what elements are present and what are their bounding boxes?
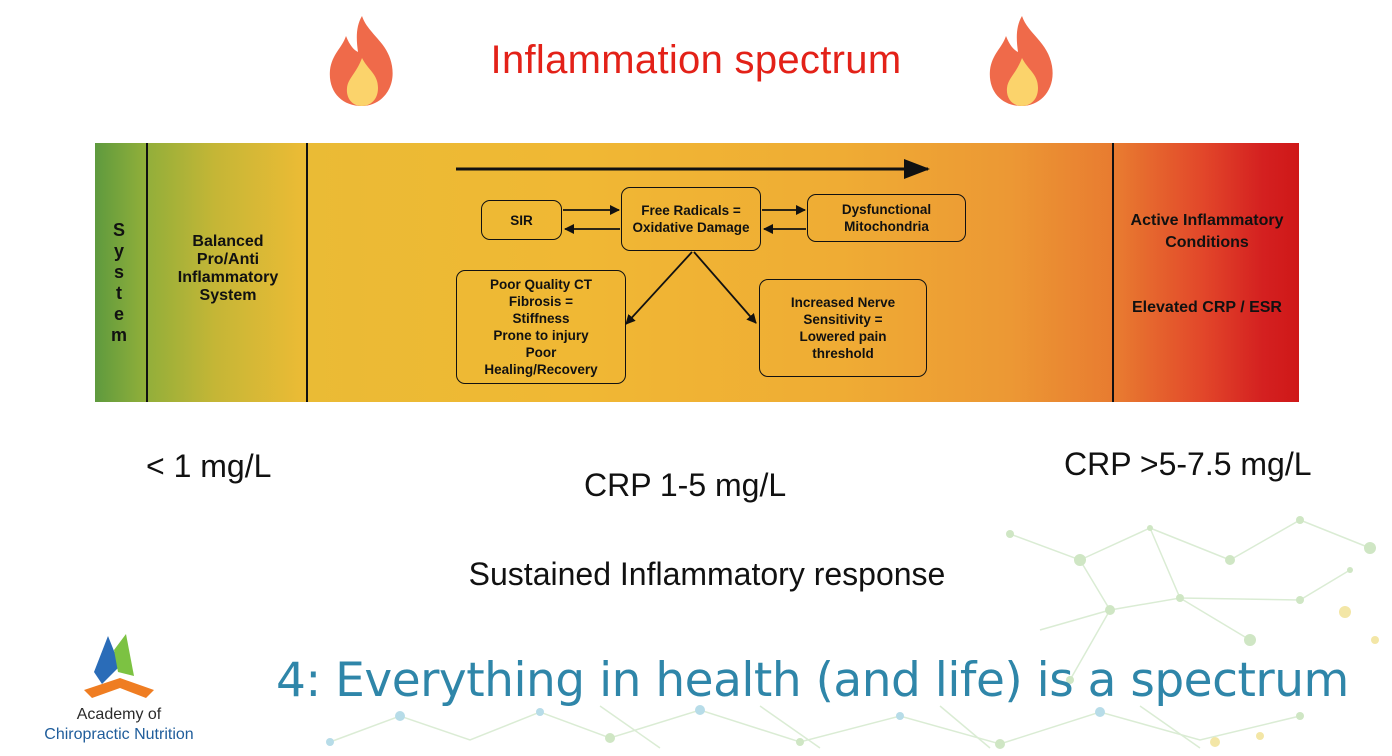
logo-text-line2: Chiropractic Nutrition	[44, 726, 194, 743]
poor-quality-ct-box: Poor Quality CT Fibrosis = Stiffness Pro…	[456, 270, 626, 384]
logo-text-line1: Academy of	[76, 706, 162, 723]
sustained-response-label: Sustained Inflammatory response	[468, 556, 946, 592]
band-divider-right	[1112, 143, 1114, 402]
nerve-sensitivity-box: Increased Nerve Sensitivity = Lowered pa…	[759, 279, 927, 377]
sir-box: SIR	[481, 200, 562, 240]
logo-mark-icon	[84, 634, 154, 698]
active-conditions-label: Active Inflammatory Conditions	[1130, 212, 1284, 251]
flame-icon	[989, 16, 1053, 106]
band-divider-left	[146, 143, 148, 402]
crp-high-label: CRP >5-7.5 mg/L	[1064, 446, 1312, 482]
crp-mid-label: CRP 1-5 mg/L	[584, 467, 787, 503]
inflammation-spectrum-band	[95, 143, 1299, 402]
slide-headline: 4: Everything in health (and life) is a …	[276, 653, 1349, 708]
elevated-crp-label: Elevated CRP / ESR	[1132, 299, 1282, 316]
slide-title: Inflammation spectrum	[490, 38, 902, 82]
free-radicals-box: Free Radicals = Oxidative Damage	[621, 187, 761, 251]
balanced-system-label: Balanced Pro/Anti Inflammatory System	[177, 233, 279, 304]
crp-low-label: < 1 mg/L	[146, 448, 272, 484]
diagram-arrows	[456, 159, 930, 325]
dysfunctional-mitochondria-box: Dysfunctional Mitochondria	[807, 194, 966, 242]
system-vertical-label: S y s t e m	[110, 220, 127, 345]
band-divider-middle	[306, 143, 308, 402]
flame-icon	[329, 16, 393, 106]
